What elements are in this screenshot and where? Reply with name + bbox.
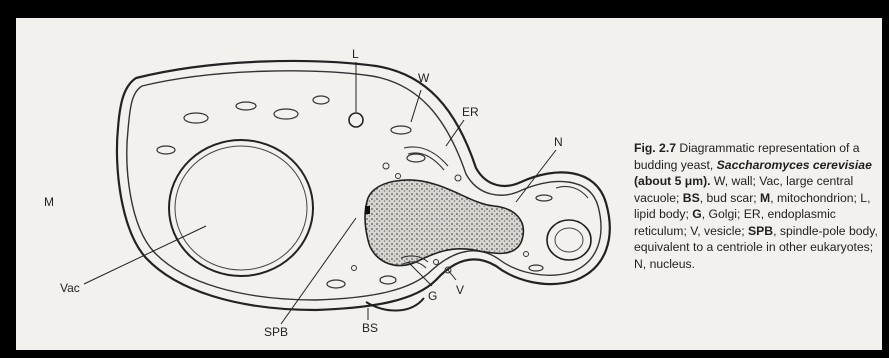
caption-bs: BS — [683, 191, 700, 205]
cell-membrane — [127, 71, 601, 300]
label-golgi: G — [428, 289, 437, 303]
caption-g: G — [692, 207, 701, 221]
lipid-body — [349, 113, 363, 127]
caption-size: (about 5 μm). — [634, 174, 711, 188]
figure-page: L W ER N M Vac SPB BS G V Fig. 2.7 Diagr… — [16, 18, 882, 350]
label-lipid: L — [352, 47, 359, 61]
label-leaders — [84, 62, 556, 324]
label-spb: SPB — [264, 325, 288, 339]
label-vacuole: Vac — [60, 281, 80, 295]
label-nucleus: N — [554, 135, 563, 149]
caption-m: M — [760, 191, 770, 205]
figure-number: Fig. 2.7 — [634, 141, 676, 155]
label-er: ER — [462, 105, 479, 119]
label-mitochondrion: M — [44, 195, 54, 209]
caption-spb: SPB — [748, 224, 773, 238]
spindle-pole-body — [365, 206, 370, 214]
bud-vacuole — [547, 220, 591, 260]
nucleus — [365, 180, 523, 266]
label-bud-scar: BS — [362, 321, 378, 335]
vacuole — [169, 140, 313, 276]
figure-caption: Fig. 2.7 Diagrammatic representation of … — [634, 140, 879, 272]
mitochondria — [157, 96, 552, 288]
label-wall: W — [418, 71, 430, 85]
label-vesicle: V — [456, 283, 464, 297]
caption-body-2: , bud scar; — [700, 191, 757, 205]
caption-species: Saccharomyces cerevisiae — [717, 158, 872, 172]
